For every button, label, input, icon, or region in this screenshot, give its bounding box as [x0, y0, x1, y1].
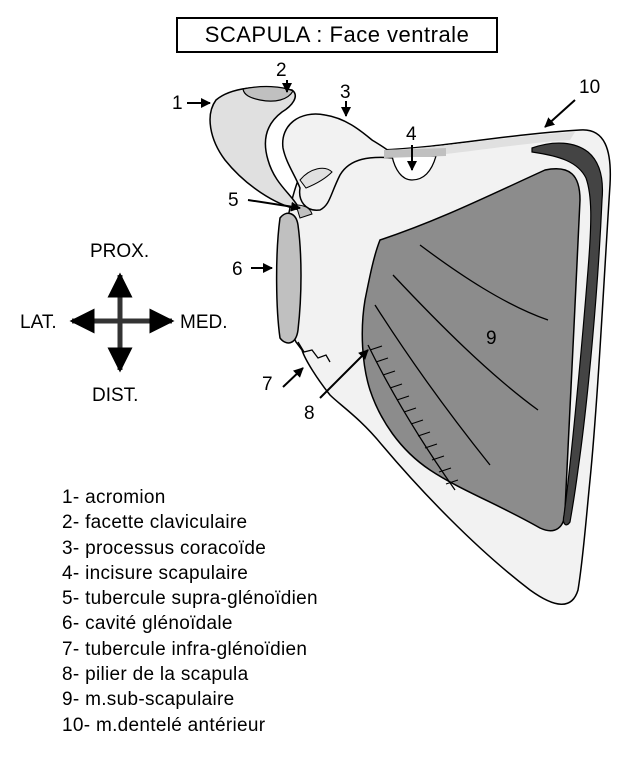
legend-item: 3- processus coracoïde — [62, 536, 318, 561]
legend-item: 2- facette claviculaire — [62, 510, 318, 535]
glenoid-cavity — [277, 213, 301, 343]
label-1: 1 — [172, 93, 183, 114]
legend-item: 7- tubercule infra-glénoïdien — [62, 637, 318, 662]
arrow-10 — [545, 100, 575, 127]
legend-item: 8- pilier de la scapula — [62, 662, 318, 687]
legend-item: 6- cavité glénoïdale — [62, 611, 318, 636]
compass-lat: LAT. — [20, 312, 57, 333]
label-7: 7 — [262, 374, 273, 395]
compass-dist: DIST. — [92, 385, 138, 406]
label-6: 6 — [232, 259, 243, 280]
label-10: 10 — [579, 77, 600, 98]
orientation-compass: PROX. DIST. LAT. MED. — [20, 241, 228, 406]
label-2: 2 — [276, 60, 287, 81]
compass-prox: PROX. — [90, 241, 149, 262]
legend-item: 4- incisure scapulaire — [62, 561, 318, 586]
legend-item: 10- m.dentelé antérieur — [62, 713, 318, 738]
legend-item: 1- acromion — [62, 485, 318, 510]
label-9: 9 — [486, 328, 497, 349]
legend-item: 9- m.sub-scapulaire — [62, 687, 318, 712]
legend-item: 5- tubercule supra-glénoïdien — [62, 586, 318, 611]
arrow-7 — [283, 368, 303, 387]
label-3: 3 — [340, 82, 351, 103]
label-8: 8 — [304, 403, 315, 424]
label-5: 5 — [228, 190, 239, 211]
compass-med: MED. — [180, 312, 228, 333]
label-4: 4 — [406, 124, 417, 145]
legend-list: 1- acromion 2- facette claviculaire 3- p… — [62, 485, 318, 738]
